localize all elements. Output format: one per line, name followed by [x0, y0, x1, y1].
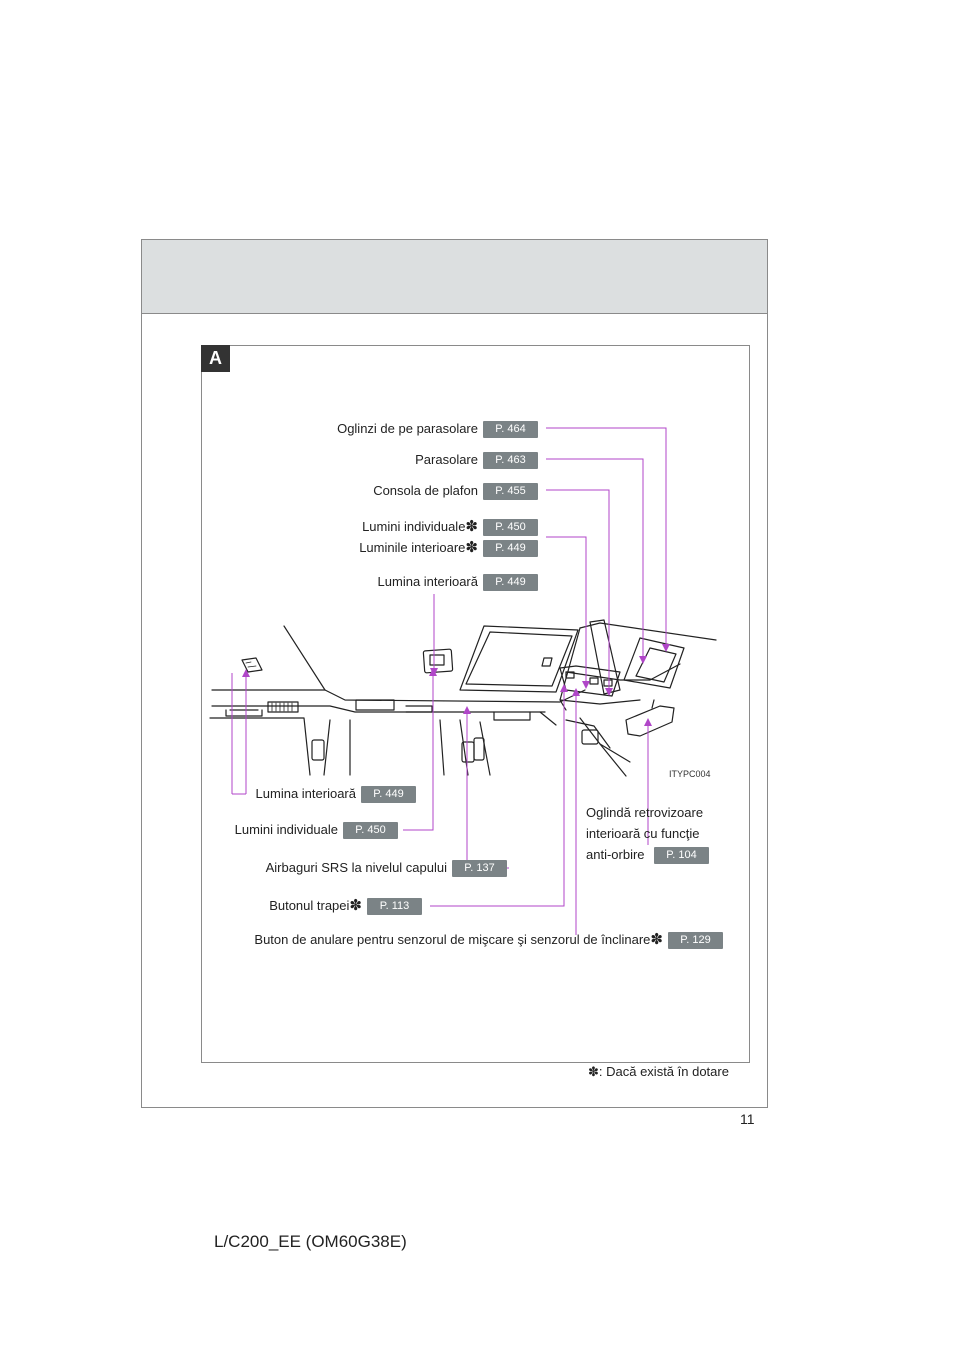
page-ref-oglinzi[interactable]: P. 464 — [483, 421, 538, 438]
label-lumina-interioara-left: Lumina interioară — [255, 786, 356, 801]
label-lumini-individuale-top: Lumini individuale✽ — [362, 518, 478, 535]
figure-box — [201, 345, 750, 1063]
label-airbaguri: Airbaguri SRS la nivelul capului — [265, 860, 447, 875]
label-lumina-interioara-top: Lumina interioară — [377, 574, 478, 589]
label-luminile-interioare: Luminile interioare✽ — [359, 539, 478, 556]
figure-tag: A — [201, 345, 230, 372]
label-oglinda-line2: interioară cu funcţie — [586, 826, 700, 841]
page-ref-buton-anulare[interactable]: P. 129 — [668, 932, 723, 949]
page-frame — [141, 239, 768, 1108]
asterisk-icon: ✽ — [650, 931, 663, 948]
page-ref-luminile-interioare[interactable]: P. 449 — [483, 540, 538, 557]
document-code: L/C200_EE (OM60G38E) — [214, 1232, 407, 1251]
image-code: ITYPC004 — [669, 769, 711, 779]
label-consola-plafon: Consola de plafon — [373, 483, 478, 498]
asterisk-icon: ✽ — [465, 518, 478, 535]
label-butonul-trapei: Butonul trapei✽ — [269, 897, 362, 914]
page-ref-airbaguri[interactable]: P. 137 — [452, 860, 507, 877]
label-buton-anulare: Buton de anulare pentru senzorul de mişc… — [254, 931, 663, 948]
page-ref-oglinda[interactable]: P. 104 — [654, 847, 709, 864]
label-oglinda-line1: Oglindă retrovizoare — [586, 805, 704, 820]
label-parasolare: Parasolare — [415, 452, 478, 467]
page-number: 11 — [740, 1111, 755, 1127]
label-oglinda-line3: anti-orbire — [586, 847, 645, 862]
page-ref-lumina-interioara-top[interactable]: P. 449 — [483, 574, 538, 591]
header-band — [142, 240, 767, 314]
page-ref-lumina-interioara-left[interactable]: P. 449 — [361, 786, 416, 803]
page-ref-parasolare[interactable]: P. 463 — [483, 452, 538, 469]
asterisk-icon: ✽ — [465, 539, 478, 556]
label-oglinzi-parasolare: Oglinzi de pe parasolare — [337, 421, 478, 436]
label-lumini-individuale-left: Lumini individuale — [234, 822, 338, 837]
page-ref-lumini-individuale-top[interactable]: P. 450 — [483, 519, 538, 536]
page-ref-consola[interactable]: P. 455 — [483, 483, 538, 500]
page-ref-lumini-individuale-left[interactable]: P. 450 — [343, 822, 398, 839]
asterisk-icon: ✽ — [349, 897, 362, 914]
page-ref-butonul-trapei[interactable]: P. 113 — [367, 898, 422, 915]
footnote: ✽: Dacă există în dotare — [588, 1064, 729, 1079]
